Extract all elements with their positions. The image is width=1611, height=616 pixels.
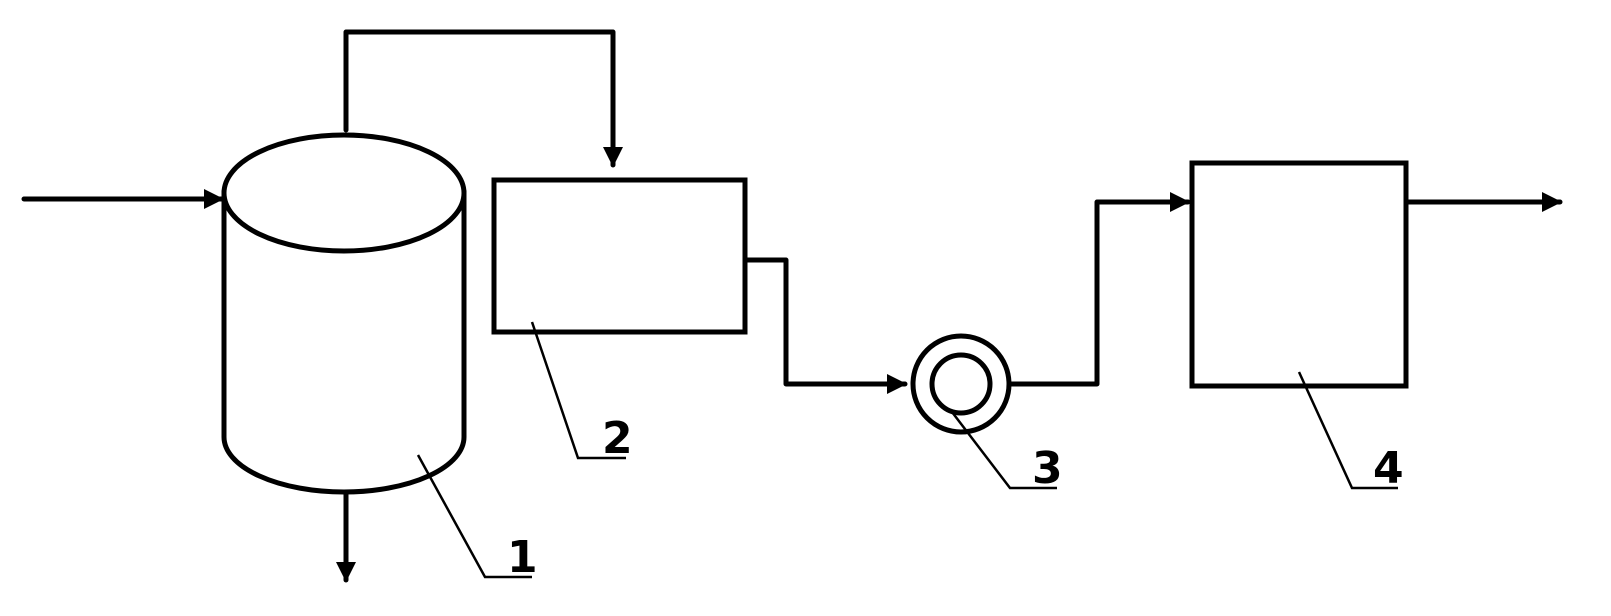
label-tank: 1 (507, 532, 538, 583)
unit-box-2 (491, 177, 748, 335)
tank-body (221, 190, 467, 495)
leader-line-1 (416, 454, 532, 579)
unit-box-4 (1189, 160, 1409, 389)
pump-to-box4-line (1006, 192, 1191, 387)
box2-to-pump-line (742, 257, 908, 394)
label-pump: 3 (1032, 443, 1063, 494)
tank-top (221, 132, 467, 254)
label-box-2: 2 (602, 413, 633, 464)
overhead-line-arrow (343, 29, 623, 168)
tank-unit-1 (221, 132, 467, 495)
pump-unit-3 (910, 333, 1012, 435)
leader-line-4 (1297, 371, 1398, 490)
pump-inner-ring (929, 352, 993, 416)
leader-line-3 (951, 411, 1057, 490)
leader-line-2 (530, 321, 626, 460)
label-box-4: 4 (1373, 443, 1404, 494)
